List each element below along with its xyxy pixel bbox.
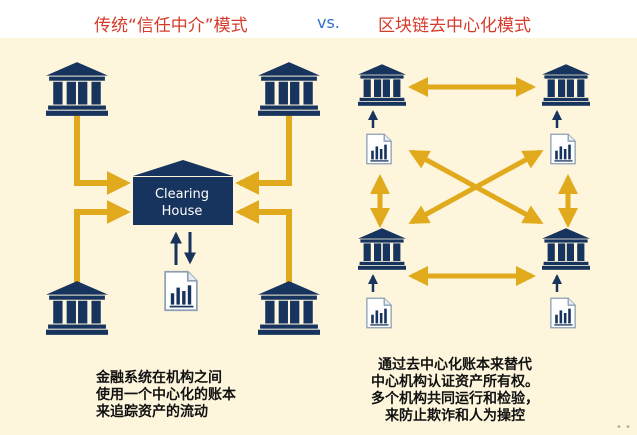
- bank-building-icon: [358, 64, 406, 106]
- caption-line: 通过去中心化账本来替代: [378, 357, 532, 373]
- connector-bottom-left: [74, 200, 131, 285]
- caption-decentralized: 通过去中心化账本来替代 中心机构认证资产所有权。 多个机构共同运行和检验， 来防…: [371, 357, 539, 425]
- caption-line: 来防止欺诈和人为操控: [385, 408, 525, 424]
- caption-line: 使用一个中心化的账本: [96, 387, 236, 403]
- clearing-house-roof: [133, 160, 233, 176]
- connector-top-right: [235, 112, 292, 195]
- caption-line: 金融系统在机构之间: [96, 370, 222, 386]
- ledger-document-icon: [550, 297, 576, 329]
- connector-bottom-right: [235, 200, 292, 285]
- bank-building-icon: [258, 62, 320, 116]
- ledger-document-icon: [550, 133, 576, 165]
- caption-line: 中心机构认证资产所有权。: [371, 374, 539, 390]
- bank-building-icon: [46, 62, 108, 116]
- clearing-house-box: [133, 177, 233, 225]
- diagram-panel: [0, 38, 637, 435]
- clearing-house-label-line1: Clearing: [154, 187, 210, 202]
- link-diagonal-up: [408, 149, 544, 225]
- clearing-house-label: Clearing House: [132, 186, 232, 220]
- centralized-model: [46, 62, 320, 335]
- decentralized-model: [358, 64, 590, 329]
- ledger-document-icon: [164, 270, 198, 312]
- ledger-document-icon: [366, 297, 392, 329]
- bank-building-icon: [542, 64, 590, 106]
- title-decentralized-model: 区块链去中心化模式: [378, 16, 531, 36]
- bank-building-icon: [358, 228, 406, 270]
- ledger-document-icon: [366, 133, 392, 165]
- connector-top-left: [74, 112, 131, 195]
- clearing-house-label-line2: House: [161, 204, 203, 219]
- bank-building-icon: [46, 281, 108, 335]
- caption-centralized: 金融系统在机构之间 使用一个中心化的账本 来追踪资产的流动: [96, 370, 236, 421]
- watermark: • •: [616, 422, 631, 433]
- bank-building-icon: [542, 228, 590, 270]
- bank-building-icon: [258, 281, 320, 335]
- title-versus: vs.: [317, 13, 340, 32]
- caption-line: 多个机构共同运行和检验，: [371, 391, 539, 407]
- title-traditional-model: 传统“信任中介”模式: [94, 16, 248, 36]
- caption-line: 来追踪资产的流动: [96, 404, 208, 420]
